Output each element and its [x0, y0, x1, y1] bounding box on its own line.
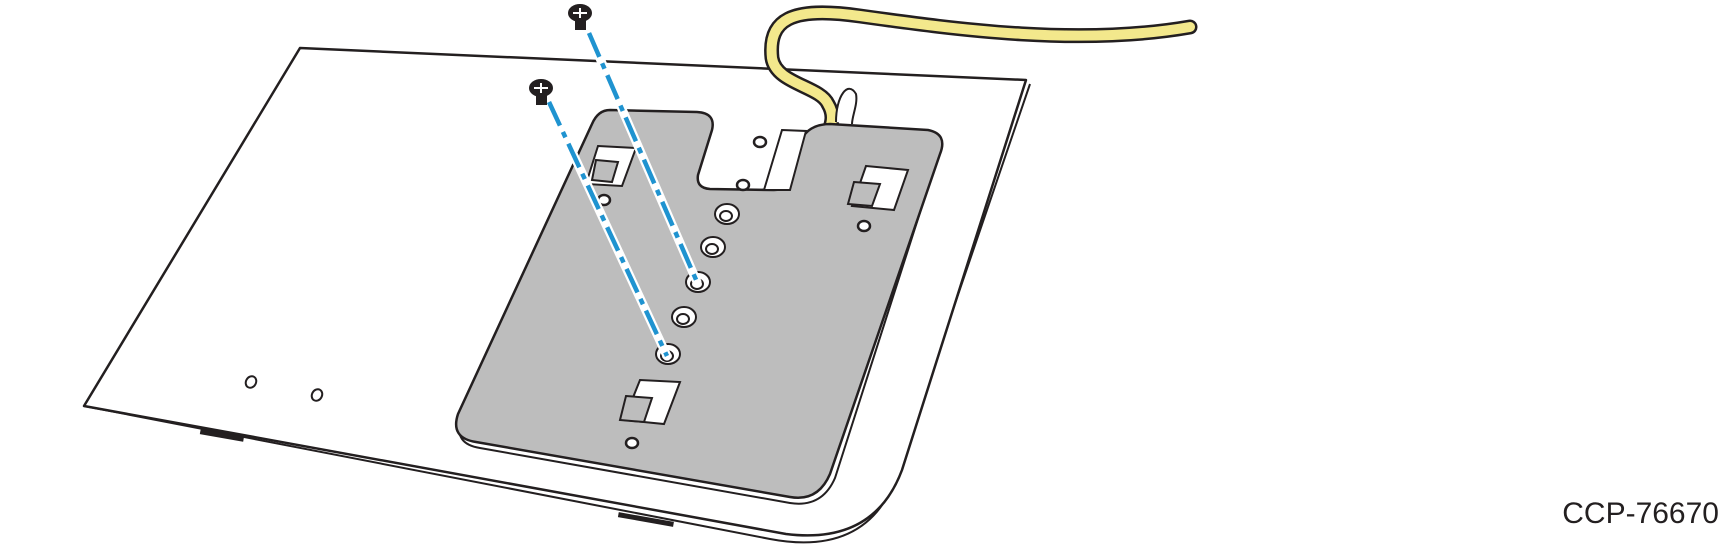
cable-fill: [766, 8, 1195, 133]
alignment-dashed-line: [546, 101, 670, 357]
figure-id-label: CCP-76670: [1562, 497, 1719, 530]
base-hole: [310, 388, 324, 402]
bracket-hole: [735, 178, 751, 192]
cable-clip: [835, 87, 858, 125]
bracket-plate: [454, 108, 944, 499]
bracket-hole: [752, 135, 768, 149]
base-tab-left: [199, 429, 245, 442]
alignment-lines: [544, 28, 702, 361]
bracket-hole: [856, 219, 872, 233]
screw-icon: [529, 79, 553, 105]
alignment-line-halo: [584, 28, 702, 287]
mounting-bracket: [454, 108, 944, 505]
bracket-slot: [762, 128, 808, 191]
latch-top-left: [584, 144, 638, 188]
base-hole: [244, 375, 258, 389]
latch-top-right: [846, 164, 910, 212]
bracket-hole: [624, 436, 640, 450]
screw-icon: [568, 4, 592, 30]
latch-bottom: [618, 378, 682, 426]
base-tab-right: [617, 512, 674, 527]
cable: [764, 5, 1198, 136]
